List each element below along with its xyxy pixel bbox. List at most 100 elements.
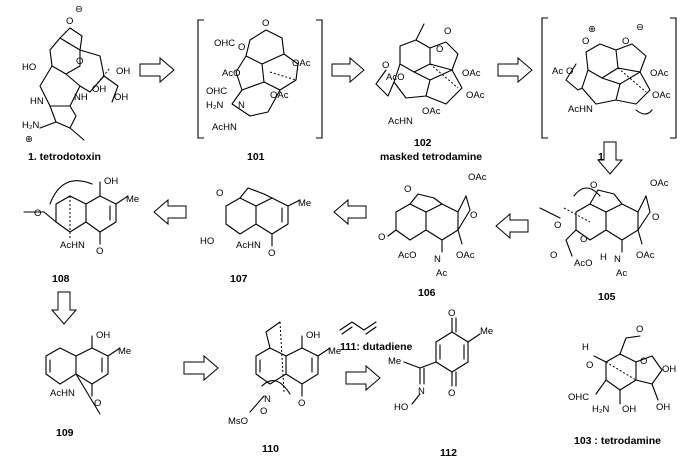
retro-arrow-left: [153, 198, 187, 226]
atom-label: H₂N: [206, 100, 224, 111]
atom-label: OAc: [462, 68, 481, 79]
compound-label: 101: [247, 151, 265, 163]
atom-label: O: [622, 36, 629, 47]
compound-112: O Me Me N HO O 112: [388, 308, 493, 459]
atom-label: Me: [388, 356, 401, 367]
compound-106: OAc O O O AcO N Ac OAc 106: [378, 172, 487, 299]
compound-sublabel: masked tetrodamine: [380, 151, 482, 163]
atom-label: N: [418, 386, 425, 397]
atom-label: AcHN: [568, 104, 593, 115]
atom-label: AcHN: [236, 240, 261, 251]
atom-label: OH: [96, 330, 110, 341]
atom-label: N: [264, 394, 271, 405]
atom-label: Me: [298, 198, 311, 209]
atom-label: OAc: [652, 90, 671, 101]
atom-label: Me: [480, 326, 493, 337]
atom-label: ⊖: [636, 22, 644, 33]
atom-label: HO: [200, 236, 214, 247]
atom-label: O: [238, 42, 245, 53]
atom-label: ⊕: [588, 24, 596, 35]
atom-label: OH: [92, 84, 106, 95]
atom-label: O: [652, 212, 659, 223]
compound-label: 111: dutadiene: [340, 341, 413, 353]
compound-label: 109: [56, 427, 74, 439]
compound-label: 103 : tetrodamine: [574, 435, 661, 447]
atom-label: Ac: [436, 268, 447, 279]
atom-label: AcO: [222, 68, 240, 79]
atom-label: Me: [126, 194, 139, 205]
atom-label: MsO: [228, 416, 248, 427]
atom-label: O: [216, 188, 223, 199]
atom-label: O: [554, 220, 561, 231]
atom-label: O: [382, 60, 389, 71]
atom-label: O: [582, 36, 589, 47]
compound-111-dutadiene: 111: dutadiene: [339, 321, 413, 353]
atom-label: AcO: [398, 250, 416, 261]
atom-label: O: [550, 250, 557, 261]
atom-label: ⊖: [75, 4, 83, 15]
atom-label: OAc: [650, 178, 669, 189]
compound-label: 102: [414, 137, 432, 149]
atom-label: HO: [394, 402, 408, 413]
compound-1-tetrodotoxin: O ⊖ HO O OH OH HN NH OH H₂N ⊕ 1. tetrodo…: [22, 4, 130, 163]
atom-label: O: [470, 210, 477, 221]
atom-label: N: [434, 254, 441, 265]
retro-arrow-right: [183, 354, 219, 382]
atom-label: O: [636, 324, 643, 335]
atom-label: H₂N: [592, 404, 610, 415]
atom-label: OAc: [422, 106, 441, 117]
compound-102: O O O OAc AcO OAc OAc AcHN 102 masked te…: [375, 23, 485, 163]
atom-label: OHC: [568, 392, 589, 403]
atom-label: Ac: [616, 268, 627, 279]
atom-label: HO: [22, 62, 36, 73]
compound-104: ⊕ O O ⊖ Ac O OAc OAc AcHN 104: [541, 17, 677, 163]
compound-label: 110: [262, 443, 279, 455]
atom-label: AcHN: [50, 388, 75, 399]
compound-label: 106: [418, 287, 436, 299]
atom-label: O: [96, 246, 103, 257]
compound-105: O OAc O O O AcO N H Ac OAc O 105: [539, 178, 669, 303]
atom-label: OAc: [270, 90, 289, 101]
atom-label: OH: [306, 330, 320, 341]
atom-label: OAc: [292, 58, 311, 69]
atom-label: OAc: [650, 68, 669, 79]
atom-label: OAc: [466, 90, 485, 101]
atom-label: O: [378, 232, 385, 243]
compound-label: 1. tetrodotoxin: [28, 151, 101, 163]
atom-label: O: [448, 308, 455, 319]
atom-label: H₂N: [22, 120, 40, 131]
atom-label: O: [448, 388, 455, 399]
atom-label: OH: [116, 66, 130, 77]
compound-109: OH Me AcHN O 109: [45, 330, 131, 439]
compound-label: 107: [230, 273, 248, 285]
atom-label: O: [444, 26, 451, 37]
atom-label: N: [614, 254, 621, 265]
retro-arrow-right: [139, 56, 175, 84]
atom-label: AcHN: [212, 122, 237, 133]
retro-arrow-down: [50, 291, 78, 325]
compound-label: 112: [440, 447, 457, 459]
retro-arrow-down: [596, 141, 624, 175]
atom-label: Me: [118, 346, 131, 357]
compound-110: OH Me N O MsO O 110: [228, 321, 341, 455]
retro-arrow-left: [495, 212, 529, 240]
atom-label: OAc: [468, 172, 487, 183]
atom-label: O: [76, 56, 83, 67]
atom-label: O: [298, 398, 305, 409]
atom-label: H: [600, 252, 607, 263]
atom-label: N: [238, 100, 245, 111]
atom-label: O: [268, 248, 275, 259]
retro-arrow-right: [345, 364, 381, 392]
atom-label: O: [94, 398, 101, 409]
atom-label: AcO: [574, 258, 592, 269]
atom-label: OH: [662, 364, 676, 375]
atom-label: O: [640, 356, 647, 367]
retro-arrow-right: [331, 56, 365, 84]
atom-label: NH: [74, 92, 88, 103]
atom-label: O: [436, 44, 443, 55]
atom-label: OHC: [206, 86, 227, 97]
compound-label: 105: [598, 291, 616, 303]
retro-arrow-right: [497, 56, 533, 84]
atom-label: H: [582, 342, 589, 353]
